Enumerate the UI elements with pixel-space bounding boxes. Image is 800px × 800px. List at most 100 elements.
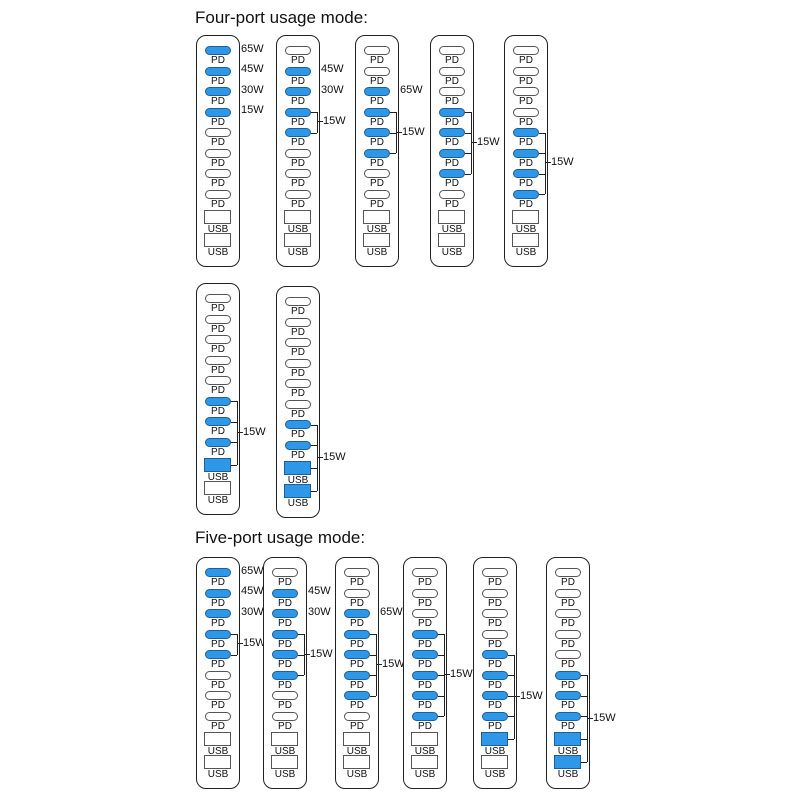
usb-c-port: [555, 650, 581, 659]
port-label: PD: [445, 55, 459, 66]
wattage-label: 65W: [241, 42, 264, 55]
usb-c-port: [285, 169, 311, 178]
bracket-tick: [508, 654, 514, 656]
usb-c-port: [205, 128, 231, 137]
bracket-tick: [311, 424, 317, 426]
bracket-tick: [508, 695, 514, 697]
bracket-tick: [465, 173, 471, 175]
usb-c-port: [482, 691, 508, 700]
bracket-tick: [581, 739, 587, 740]
port-label: USB: [515, 224, 537, 235]
usb-c-port: [439, 46, 465, 55]
usb-c-port: [555, 629, 581, 639]
group-wattage-label: 15W: [382, 657, 405, 670]
usb-c-port: [439, 128, 465, 137]
port-label: PD: [291, 326, 305, 338]
usb-c-port: [344, 588, 370, 598]
port-label: USB: [207, 746, 229, 757]
port-label: PD: [211, 659, 225, 670]
bracket-connector: [396, 131, 402, 133]
bracket-tick: [465, 132, 471, 134]
group-bracket: [376, 634, 377, 696]
port-label: PD: [488, 720, 502, 732]
wattage-label: 65W: [400, 83, 423, 96]
bracket-tick: [390, 132, 396, 134]
usb-a-port: [438, 233, 465, 247]
port-label: PD: [350, 618, 364, 629]
usb-c-port: [272, 711, 298, 721]
usb-a-port: [271, 732, 298, 746]
port-label: USB: [484, 769, 506, 780]
bracket-connector: [237, 643, 243, 645]
port-label: PD: [211, 679, 225, 691]
usb-a-port: [363, 233, 390, 247]
usb-c-port: [364, 148, 390, 158]
usb-c-port: [285, 46, 311, 55]
port-label: USB: [287, 498, 309, 509]
bracket-tick: [231, 634, 237, 635]
wattage-label: 30W: [241, 83, 264, 96]
usb-c-port: [205, 87, 231, 96]
usb-c-port: [272, 609, 298, 618]
bracket-tick: [438, 654, 444, 656]
port-label: PD: [561, 700, 575, 711]
wattage-label: 30W: [308, 605, 331, 618]
usb-c-port: [364, 46, 390, 55]
bracket-tick: [465, 112, 471, 113]
port-label: PD: [418, 597, 432, 609]
bracket-tick: [581, 695, 587, 697]
port-label: PD: [291, 55, 305, 66]
port-label: PD: [211, 116, 225, 128]
port-label: USB: [287, 475, 309, 486]
port-label: PD: [211, 700, 225, 711]
usb-c-port: [513, 107, 539, 117]
group-bracket: [237, 634, 238, 655]
usb-c-port: [412, 691, 438, 700]
bracket-tick: [438, 675, 444, 676]
port-label: USB: [414, 746, 436, 757]
port-label: PD: [211, 618, 225, 629]
port-label: PD: [291, 408, 305, 420]
usb-c-port: [205, 609, 231, 618]
bracket-tick: [231, 442, 237, 443]
port-label: PD: [350, 700, 364, 711]
port-label: PD: [350, 659, 364, 670]
usb-c-port: [205, 691, 231, 700]
usb-c-port: [412, 670, 438, 680]
usb-c-port: [513, 189, 539, 199]
port-label: PD: [519, 137, 533, 148]
usb-c-port: [439, 169, 465, 178]
port-label: PD: [291, 178, 305, 189]
usb-a-port: [284, 461, 311, 475]
usb-c-port: [482, 670, 508, 680]
usb-c-port: [272, 568, 298, 577]
bracket-tick: [370, 654, 376, 656]
port-label: USB: [441, 224, 463, 235]
usb-a-port: [271, 755, 298, 769]
group-bracket: [317, 112, 318, 133]
port-label: PD: [211, 323, 225, 335]
port-label: PD: [370, 198, 384, 210]
bracket-tick: [231, 654, 237, 656]
usb-a-port: [512, 210, 539, 224]
port-label: PD: [211, 405, 225, 417]
group-wattage-label: 15W: [450, 668, 473, 680]
usb-a-port: [204, 458, 231, 472]
port-label: PD: [519, 75, 533, 87]
bracket-tick: [231, 465, 237, 466]
usb-c-port: [513, 128, 539, 137]
port-label: PD: [418, 659, 432, 670]
port-label: PD: [291, 347, 305, 358]
usb-a-port: [411, 732, 438, 746]
port-label: PD: [418, 638, 432, 650]
usb-c-port: [285, 440, 311, 450]
usb-a-port: [204, 210, 231, 224]
group-wattage-label: 15W: [243, 637, 266, 650]
port-label: USB: [287, 224, 309, 235]
bracket-tick: [465, 153, 471, 154]
port-label: PD: [350, 679, 364, 691]
port-label: PD: [445, 116, 459, 128]
